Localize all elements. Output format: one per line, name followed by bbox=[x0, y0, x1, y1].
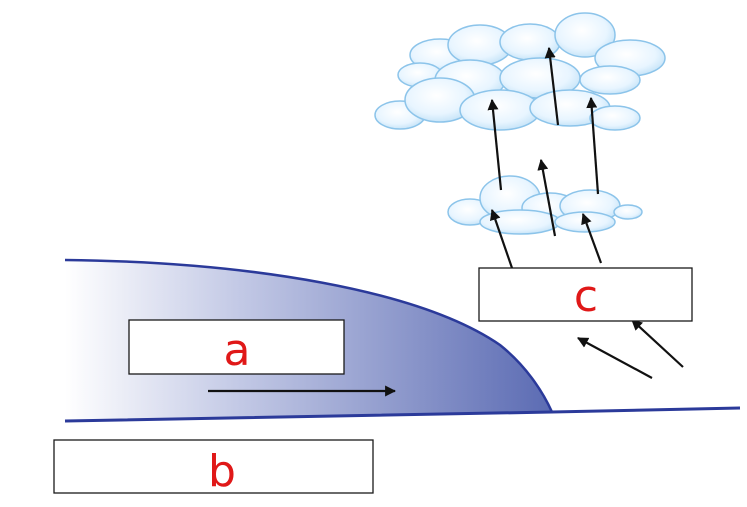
label-box-c[interactable]: c bbox=[478, 267, 693, 322]
rising-air-arrows bbox=[487, 46, 603, 269]
arrow-icon bbox=[586, 96, 600, 195]
arrow-icon bbox=[631, 319, 684, 368]
cold-front-boundary bbox=[64, 258, 554, 413]
cloud-icon bbox=[447, 175, 643, 235]
label-a-text: a bbox=[224, 325, 251, 376]
label-b-text: b bbox=[208, 446, 236, 497]
label-box-b[interactable]: b bbox=[53, 439, 374, 497]
arrow-icon bbox=[577, 337, 653, 379]
incoming-air-arrows bbox=[577, 319, 684, 379]
label-c-text: c bbox=[574, 271, 598, 322]
arrow-icon bbox=[537, 158, 557, 237]
arrow-icon bbox=[544, 46, 560, 126]
ground-line bbox=[64, 406, 741, 423]
arrow-icon bbox=[487, 98, 503, 191]
arrow-icon bbox=[581, 212, 603, 264]
cloud-icon bbox=[374, 12, 666, 131]
label-box-a[interactable]: a bbox=[128, 319, 345, 376]
arrow-icon bbox=[490, 208, 514, 269]
